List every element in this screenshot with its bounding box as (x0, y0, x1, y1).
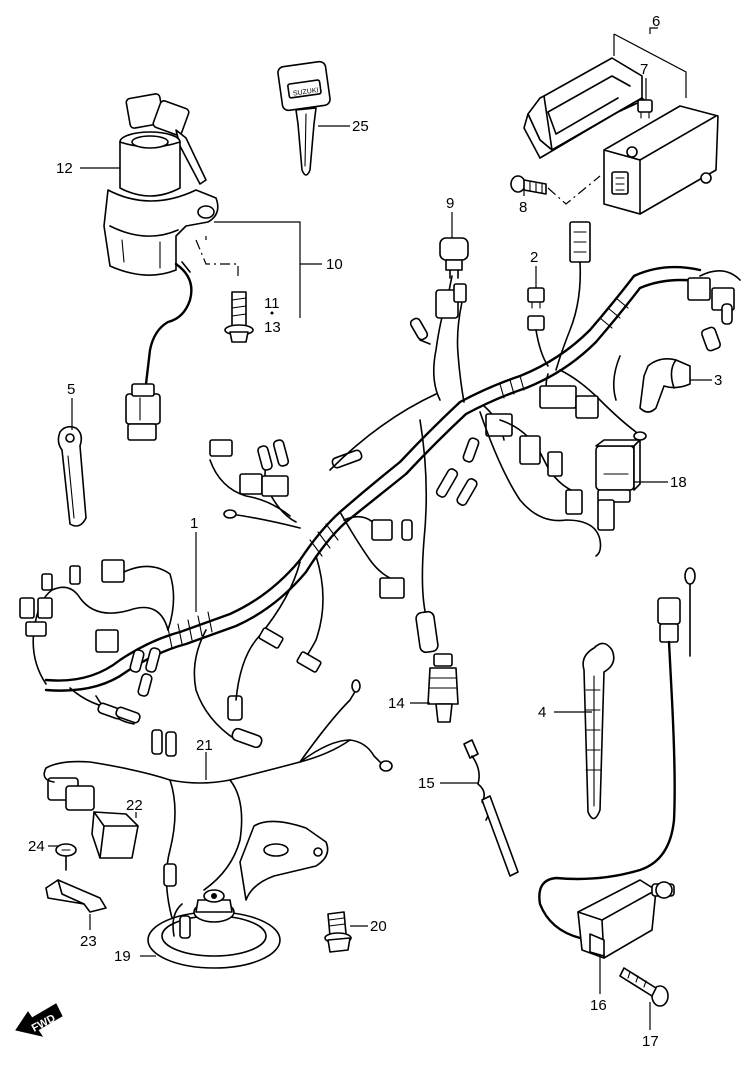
callout-labels: 1 2 3 4 5 6 7 8 9 10 11 12 13 14 15 16 1… (28, 13, 722, 1050)
callout-16: 16 (590, 997, 607, 1014)
bolt-dash-line (547, 175, 601, 205)
callout-1: 1 (190, 515, 198, 532)
callout-13: 13 (264, 319, 281, 336)
callout-9: 9 (446, 195, 454, 212)
part-20-bolt (324, 911, 352, 953)
part-6-control-unit (603, 105, 719, 215)
fwd-arrow-icon: FWD (15, 1003, 63, 1037)
part-6-cover (523, 57, 645, 159)
part-25-key: SUZUKI (277, 60, 331, 176)
part-17-screw (619, 967, 669, 1007)
part-7-fuse (637, 99, 653, 119)
leader-lines (48, 27, 712, 1030)
part-3-cap (639, 358, 691, 413)
part-22-relay (47, 777, 139, 859)
key-tag-text: SUZUKI (293, 87, 319, 98)
part-16-switch (538, 567, 696, 959)
callout-5: 5 (67, 381, 75, 398)
fwd-label: FWD (30, 1012, 58, 1034)
part-1-wiring-harness (19, 221, 741, 749)
mount-dash-line (195, 239, 239, 278)
part-4-cable-tie (582, 642, 615, 820)
part-18-relay (595, 439, 641, 503)
part-9-unit (439, 237, 469, 279)
callout-19: 19 (114, 948, 131, 965)
callout-14: 14 (388, 695, 405, 712)
part-14-switch (427, 653, 459, 723)
callout-4: 4 (538, 704, 546, 721)
part-5-clamp-strap (57, 425, 87, 527)
callout-10: 10 (326, 256, 343, 273)
callout-18: 18 (670, 474, 687, 491)
callout-6: 6 (652, 13, 660, 30)
callout-2: 2 (530, 249, 538, 266)
callout-17: 17 (642, 1033, 659, 1050)
callout-12: 12 (56, 160, 73, 177)
callout-15: 15 (418, 775, 435, 792)
part-15-spring (463, 739, 519, 877)
callout-7: 7 (640, 61, 648, 78)
part-24-screw (55, 843, 77, 871)
part-8-bolt (510, 175, 547, 195)
callout-25: 25 (352, 118, 369, 135)
part-2-connector (527, 287, 545, 331)
callout-20: 20 (370, 918, 387, 935)
callout-24: 24 (28, 838, 45, 855)
callout-21: 21 (196, 737, 213, 754)
callout-11: 11 (264, 295, 280, 312)
part-23-clip (45, 879, 107, 913)
part-21-lead-wire (43, 679, 393, 939)
part-11-13-screw (224, 291, 254, 343)
callout-3: 3 (714, 372, 722, 389)
callout-8: 8 (519, 199, 527, 216)
callout-23: 23 (80, 933, 97, 950)
callout-22: 22 (126, 797, 143, 814)
part-19-horn (147, 820, 329, 969)
part-12-ignition-switch (103, 93, 219, 441)
